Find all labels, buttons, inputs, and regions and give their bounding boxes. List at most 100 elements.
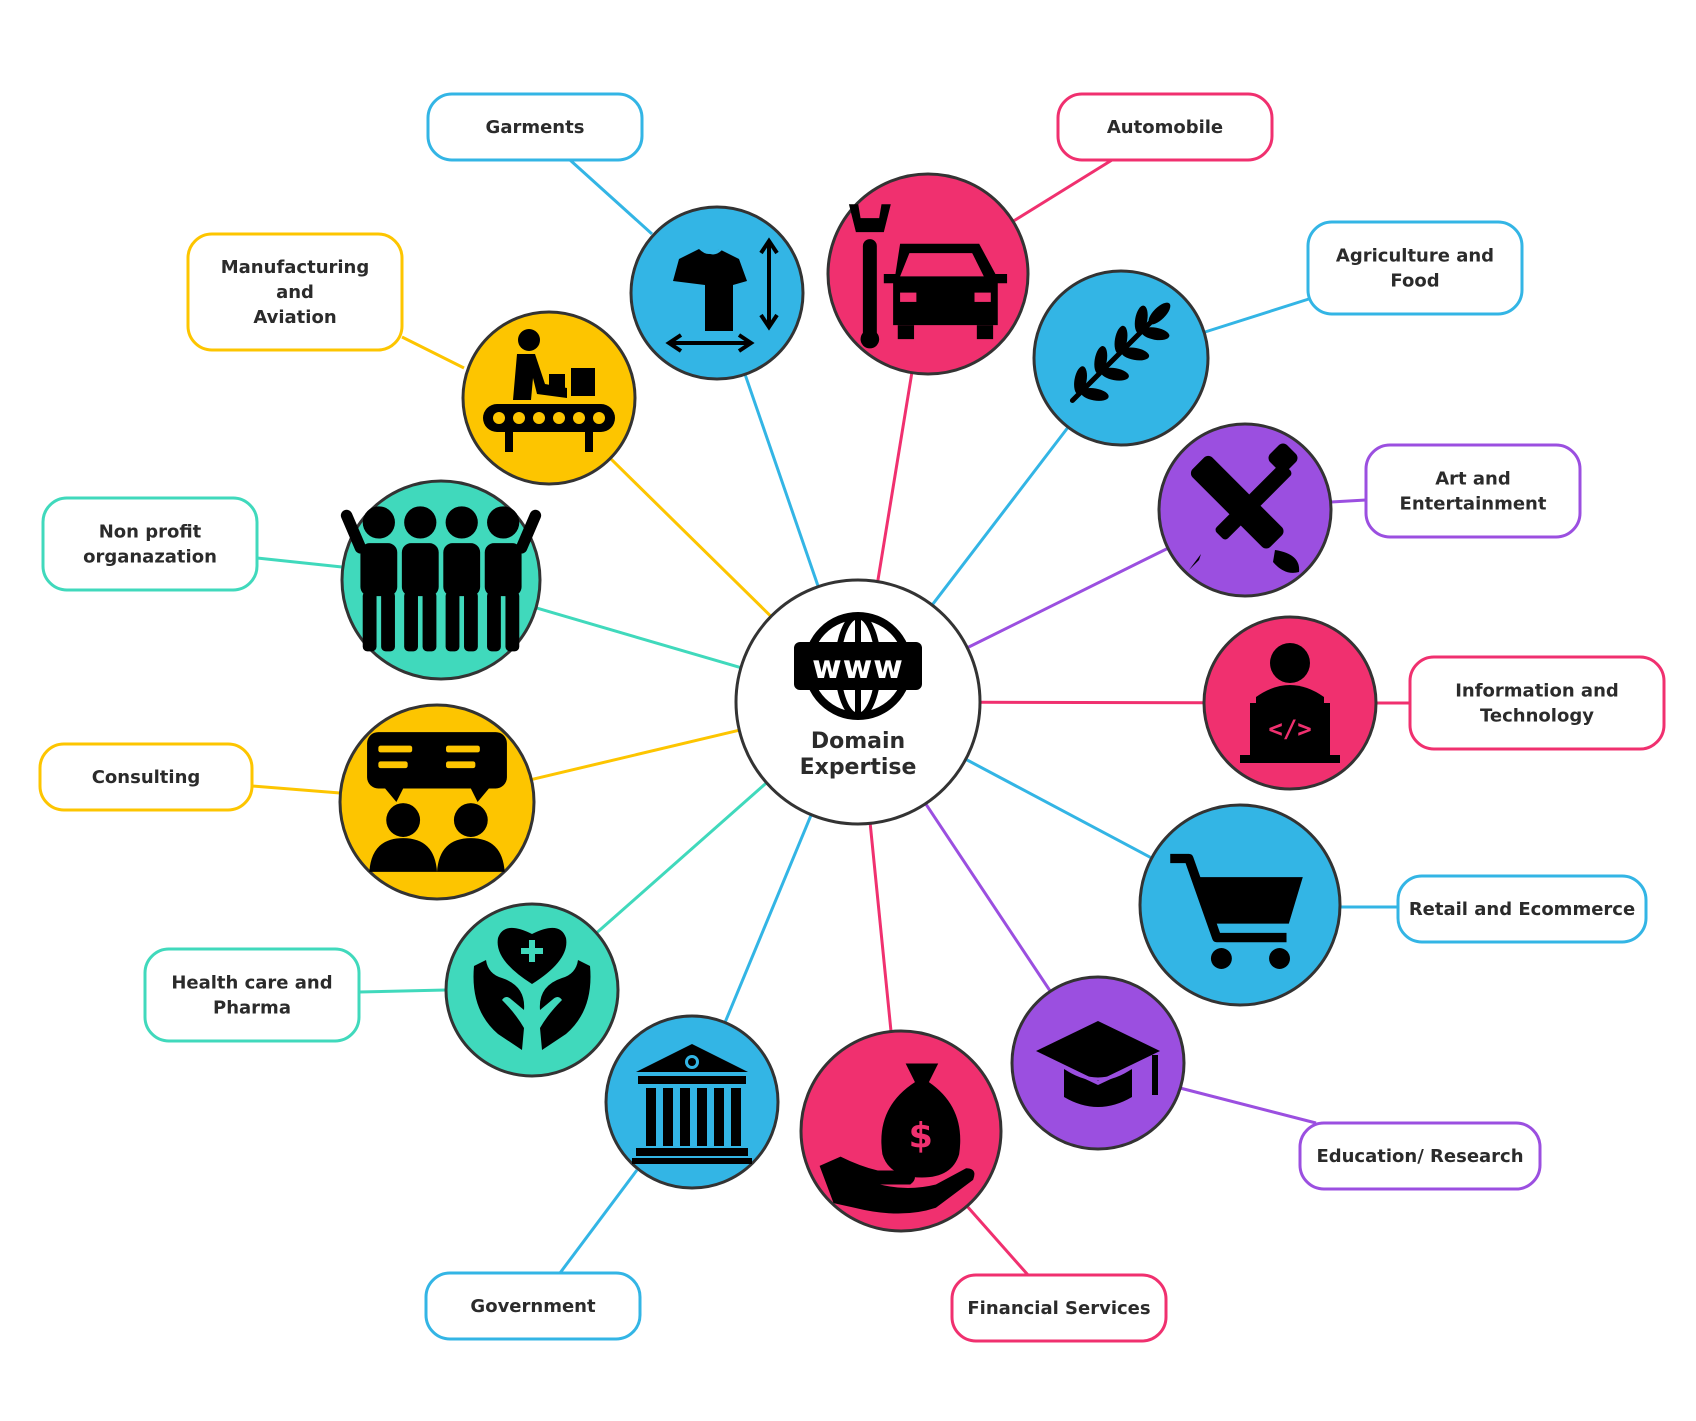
label-box-health bbox=[143, 947, 361, 1043]
money-bag-hand-icon: $ bbox=[819, 1063, 975, 1214]
label-text-agriculture: Agriculture and bbox=[1336, 246, 1494, 267]
tshirt-size-icon bbox=[665, 237, 779, 353]
label-connector-government bbox=[558, 1169, 639, 1274]
label-box-automobile bbox=[1056, 92, 1274, 162]
pencil-brush-icon bbox=[1189, 443, 1300, 573]
spoke-agriculture bbox=[930, 426, 1070, 606]
label-connector-art bbox=[1330, 498, 1367, 504]
label-text-it: Information and bbox=[1455, 681, 1619, 702]
spoke-garments bbox=[743, 373, 820, 588]
center-title: Expertise bbox=[800, 755, 917, 780]
label-government: Government bbox=[424, 1271, 642, 1341]
label-box-manufacturing bbox=[186, 232, 404, 352]
label-connector-manufacturing bbox=[401, 335, 465, 370]
label-text-financial: Financial Services bbox=[967, 1298, 1150, 1319]
label-financial: Financial Services bbox=[950, 1273, 1168, 1343]
label-box-retail bbox=[1396, 874, 1648, 944]
spoke-consulting bbox=[531, 728, 740, 782]
label-garments: Garments bbox=[426, 92, 644, 162]
label-box-garments bbox=[426, 92, 644, 162]
label-box-financial bbox=[950, 1273, 1168, 1343]
svg-text:</>: </> bbox=[1268, 715, 1311, 743]
spoke-automobile bbox=[876, 372, 914, 582]
label-text-art: Entertainment bbox=[1400, 494, 1547, 515]
spoke-retail bbox=[965, 757, 1153, 860]
spoke-financial bbox=[868, 823, 893, 1032]
hub-nonprofit bbox=[340, 479, 542, 681]
label-box-agriculture bbox=[1306, 220, 1524, 316]
hub-circle-manufacturing bbox=[461, 310, 637, 486]
spoke-nonprofit bbox=[535, 606, 742, 670]
center-title: Domain bbox=[811, 729, 905, 754]
label-retail: Retail and Ecommerce bbox=[1396, 874, 1648, 944]
label-text-nonprofit: organazation bbox=[83, 547, 217, 568]
label-connector-education bbox=[1179, 1086, 1317, 1125]
label-text-government: Government bbox=[470, 1296, 596, 1317]
label-automobile: Automobile bbox=[1056, 92, 1274, 162]
label-text-health: Health care and bbox=[171, 973, 332, 994]
label-consulting: Consulting bbox=[38, 742, 254, 812]
label-text-manufacturing: and bbox=[276, 282, 314, 303]
label-nonprofit: Non profit organazation bbox=[41, 496, 259, 592]
label-text-consulting: Consulting bbox=[92, 767, 201, 788]
label-text-automobile: Automobile bbox=[1107, 117, 1223, 138]
label-text-manufacturing: Manufacturing bbox=[221, 257, 370, 278]
label-text-agriculture: Food bbox=[1390, 271, 1439, 292]
group-people-icon bbox=[340, 506, 542, 652]
label-text-education: Education/ Research bbox=[1316, 1146, 1523, 1167]
hub-circle-agriculture bbox=[1032, 269, 1210, 447]
spoke-education bbox=[924, 802, 1052, 993]
label-box-consulting bbox=[38, 742, 254, 812]
label-box-government bbox=[424, 1271, 642, 1341]
label-connector-health bbox=[358, 988, 447, 994]
spoke-health bbox=[595, 781, 768, 935]
wheat-icon bbox=[1069, 302, 1171, 404]
hubs: </> $ bbox=[338, 172, 1378, 1233]
shopping-cart-icon bbox=[1170, 853, 1303, 969]
svg-text:$: $ bbox=[909, 1116, 933, 1156]
spoke-it bbox=[979, 700, 1205, 705]
label-connector-garments bbox=[568, 158, 654, 236]
label-box-nonprofit bbox=[41, 496, 259, 592]
svg-text:www: www bbox=[812, 648, 904, 686]
label-box-art bbox=[1364, 443, 1582, 539]
hub-automobile bbox=[826, 172, 1030, 376]
hub-it: </> bbox=[1202, 615, 1378, 791]
hub-manufacturing bbox=[461, 310, 637, 486]
hub-art bbox=[1157, 422, 1333, 598]
government-building-icon bbox=[632, 1044, 752, 1164]
label-connector-agriculture bbox=[1204, 296, 1313, 334]
label-text-it: Technology bbox=[1480, 706, 1594, 727]
label-text-nonprofit: Non profit bbox=[99, 522, 202, 543]
label-text-art: Art and bbox=[1435, 469, 1511, 490]
spoke-manufacturing bbox=[609, 457, 773, 618]
label-connector-financial bbox=[964, 1204, 1030, 1276]
label-connector-nonprofit bbox=[256, 556, 343, 569]
connectors bbox=[251, 158, 1410, 1276]
graduation-cap-icon bbox=[1036, 1021, 1160, 1107]
hub-financial: $ bbox=[799, 1029, 1003, 1233]
spoke-art bbox=[966, 546, 1169, 650]
developer-laptop-icon: </> bbox=[1240, 643, 1340, 763]
label-box-education bbox=[1298, 1121, 1542, 1191]
www-globe-icon: www bbox=[794, 612, 922, 720]
hub-retail bbox=[1138, 803, 1342, 1007]
label-text-manufacturing: Aviation bbox=[253, 307, 336, 328]
spoke-government bbox=[723, 814, 813, 1024]
heart-hands-icon bbox=[473, 927, 591, 1050]
conveyor-worker-icon bbox=[483, 329, 615, 452]
label-connector-automobile bbox=[1011, 158, 1113, 224]
label-text-garments: Garments bbox=[486, 117, 585, 138]
hub-education bbox=[1010, 975, 1186, 1151]
hub-consulting bbox=[338, 703, 536, 901]
label-connector-consulting bbox=[251, 784, 341, 795]
people-chat-icon bbox=[367, 732, 507, 872]
